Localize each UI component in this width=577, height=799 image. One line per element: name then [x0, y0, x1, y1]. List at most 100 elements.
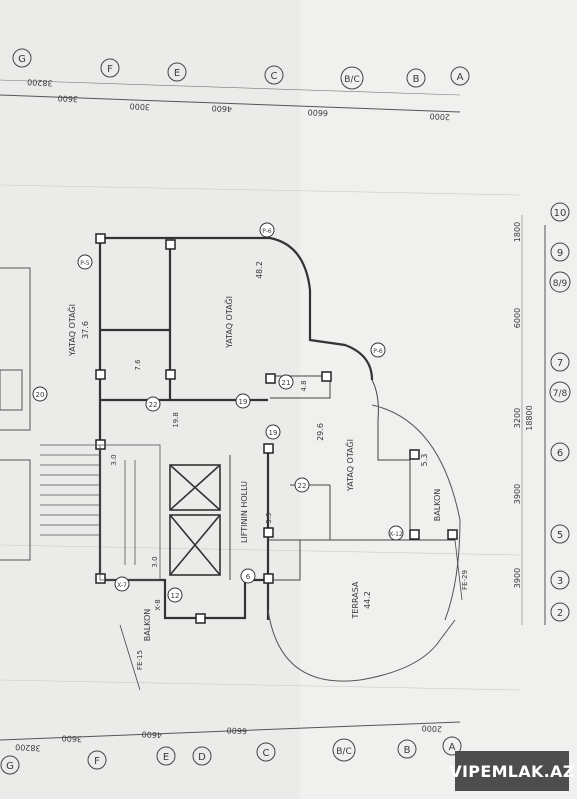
axis-label-7-8: 7/8 — [553, 389, 568, 399]
axis-label-g-bottom: G — [6, 761, 14, 772]
room-terrace-name: TERRASA — [351, 581, 360, 619]
top-dimensions: 38200 3600 3000 4600 6600 2000 — [27, 77, 450, 121]
tag-20: 20 — [36, 391, 45, 399]
tag-x12: X-12 — [389, 531, 403, 538]
dim-top-38200: 38200 — [27, 77, 53, 87]
area-4-8: 4.8 — [300, 380, 308, 391]
stairwell — [40, 444, 161, 581]
top-dimension-line — [0, 94, 461, 113]
watermark-badge: VIPEMLAK.AZ — [449, 751, 574, 791]
paper-light-area — [300, 0, 577, 799]
right-axis-bubbles: 10 9 8/9 7 7/8 6 5 3 2 — [549, 202, 571, 622]
dim-top-3000: 3000 — [129, 101, 150, 111]
room-lift-hall-name: LIFTININ HOLLU — [240, 481, 249, 543]
room-balcony-2-area: X-8 — [154, 599, 162, 610]
axis-label-c-top: C — [271, 71, 278, 82]
top-axis-bubbles: G F E C B/C B A — [12, 48, 470, 90]
axis-label-3: 3 — [557, 576, 563, 587]
fe-15-label: FE-15 — [136, 650, 144, 670]
fe-labels: FE-15 FE-29 — [119, 539, 469, 691]
axis-label-10: 10 — [554, 208, 567, 219]
axis-label-b-top: B — [413, 74, 420, 85]
dim-bottom-6600: 6600 — [226, 725, 247, 735]
tag-22-b: 22 — [298, 482, 307, 490]
left-partial-plan — [0, 267, 31, 561]
tag-p6-b: P-6 — [373, 348, 383, 355]
axis-label-g-top: G — [18, 54, 26, 65]
room-bedroom-2-area: 48.2 — [255, 261, 264, 279]
background-gridlines — [0, 184, 521, 691]
bottom-dimension-line — [0, 721, 461, 741]
room-bedroom-2-name: YATAQ OTAĞI — [223, 296, 234, 349]
axis-label-9: 9 — [557, 248, 563, 259]
balcony-curve — [371, 404, 461, 621]
room-labels: YATAQ OTAĞI 37.6 YATAQ OTAĞI 48.2 YATAQ … — [66, 261, 442, 641]
axis-label-b-bottom: B — [404, 745, 411, 756]
dim-right-3900-b: 3900 — [513, 568, 522, 588]
dim-bottom-2000: 2000 — [421, 723, 442, 733]
dim-bottom-38200: 38200 — [15, 742, 41, 752]
tag-12: 12 — [171, 592, 180, 600]
dim-top-3600: 3600 — [57, 93, 78, 103]
axis-label-e-top: E — [174, 68, 180, 79]
room-balcony-2-name: BALKON — [143, 609, 152, 642]
elevator-shafts — [169, 464, 221, 576]
tag-19-a: 19 — [239, 398, 248, 406]
room-bedroom-3-area: 29.6 — [316, 423, 325, 441]
terrace-edge — [267, 609, 456, 682]
room-bedroom-1-name: YATAQ OTAĞI — [66, 304, 77, 357]
bottom-axis-bubbles: G F E D C B/C B A — [0, 736, 462, 775]
axis-label-f-top: F — [107, 64, 113, 75]
axis-label-d-bottom: D — [198, 752, 206, 763]
axis-label-7: 7 — [557, 358, 563, 369]
tag-6: 6 — [246, 573, 251, 581]
dim-top-6600: 6600 — [307, 107, 328, 117]
dim-right-3200: 3200 — [513, 408, 522, 428]
tag-p6-a: P-6 — [262, 228, 272, 235]
axis-label-a-bottom: A — [449, 742, 456, 753]
tag-21: 21 — [282, 379, 291, 387]
axis-label-c-bottom: C — [263, 748, 270, 759]
room-terrace-area: 44.2 — [363, 591, 372, 609]
columns — [95, 233, 458, 624]
room-balcony-1-name: BALKON — [433, 489, 442, 522]
watermark-text: VIPEMLAK.AZ — [449, 761, 575, 781]
axis-label-e-bottom: E — [163, 752, 169, 763]
area-3-0-a: 3.0 — [110, 454, 118, 465]
room-bedroom-3-name: YATAQ OTAĞI — [344, 439, 355, 492]
axis-label-bc-top: B/C — [344, 75, 360, 85]
top-axis-line — [0, 79, 461, 96]
axis-label-5: 5 — [557, 530, 563, 541]
area-5-3: 5.3 — [265, 512, 273, 523]
room-bedroom-1-area: 37.6 — [81, 321, 90, 339]
axis-label-2: 2 — [557, 608, 563, 619]
dim-top-2000: 2000 — [429, 111, 450, 121]
thin-walls — [229, 375, 455, 581]
dim-right-1800: 1800 — [513, 222, 522, 242]
circle-tags: 20 22 19 21 19 22 6 12 P-5 P-6 P-6 X-7 X… — [32, 222, 404, 603]
dim-bottom-4600: 4600 — [141, 729, 162, 739]
dim-bottom-3600: 3600 — [61, 733, 82, 743]
dim-right-3900-a: 3900 — [513, 484, 522, 504]
dim-right-6000: 6000 — [513, 308, 522, 328]
axis-label-6: 6 — [557, 448, 563, 459]
axis-label-a-top: A — [457, 72, 464, 83]
dim-right-18800: 18800 — [525, 405, 534, 430]
fe-29-label: FE-29 — [461, 570, 469, 590]
dim-top-4600: 4600 — [211, 103, 232, 113]
right-dimensions: 1800 6000 3200 18800 3900 3900 — [513, 222, 534, 588]
area-3-0-b: 3.0 — [151, 556, 159, 567]
axis-label-f-bottom: F — [94, 756, 100, 767]
axis-label-bc-bottom: B/C — [336, 747, 352, 757]
area-19-8: 19.8 — [172, 412, 180, 428]
tag-x7: X-7 — [117, 582, 127, 589]
axis-label-8-9: 8/9 — [553, 279, 568, 289]
small-area-labels: 7.6 19.8 4.8 5.3 3.0 3.0 — [110, 359, 308, 568]
area-7-6: 7.6 — [134, 359, 142, 371]
tag-p5: P-5 — [80, 260, 90, 267]
tag-22-a: 22 — [149, 401, 158, 409]
room-balcony-1-area: 5.3 — [420, 454, 429, 467]
tag-19-b: 19 — [269, 429, 278, 437]
bottom-dimensions: 38200 3600 4600 6600 2000 — [15, 723, 442, 752]
